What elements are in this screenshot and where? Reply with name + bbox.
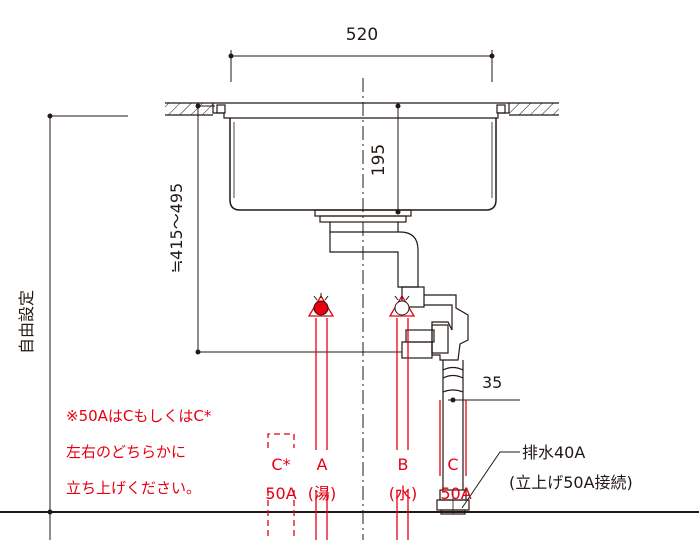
alternate-pipe-c-star: [267, 433, 295, 540]
depth-dimension: [395, 103, 401, 215]
drain-outlet: [314, 209, 419, 288]
width-dimension: [228, 50, 495, 82]
note-line-1: ※50AはCもしくはC*: [66, 407, 212, 425]
free-setting-label: 自由設定: [17, 290, 36, 354]
countertop-right: [509, 102, 559, 116]
cold-water-marker: [394, 300, 410, 316]
hot-water-sparkle-icon: [313, 293, 329, 301]
pipe-offset-dimension: [448, 397, 520, 403]
pipe-a-label: (湯): [308, 484, 337, 503]
width-label: 520: [346, 25, 378, 45]
cold-water-sparkle-icon: [394, 293, 410, 301]
cold-water-pipe-b: [388, 294, 416, 540]
drain-label-line-2: (立上げ50A接続): [509, 473, 633, 492]
pipe-c-letter: C: [447, 455, 458, 474]
pipe-a-letter: A: [317, 455, 328, 474]
height-range-label: ≒415～495: [167, 183, 186, 274]
hot-water-marker: [313, 300, 329, 316]
drain-label-leader: [461, 451, 520, 509]
pipe-c-size: 50A: [440, 484, 471, 503]
countertop-left: [165, 102, 213, 116]
pipe-c-star-letter: C*: [271, 455, 290, 474]
drain-label-line-1: 排水40A: [522, 443, 585, 462]
pipe-b-label: (水): [389, 484, 418, 503]
pipe-offset-label: 35: [482, 373, 502, 392]
pipe-c-star-size: 50A: [265, 484, 296, 503]
drain-pipe-c-outline: [439, 400, 467, 476]
note-line-2: 左右のどちらかに: [66, 443, 186, 461]
note-line-3: 立ち上げください。: [66, 479, 201, 497]
free-setting-dimension: [47, 113, 128, 540]
hot-water-pipe-a: [307, 294, 335, 540]
drain-trap: [401, 286, 469, 361]
drain-pipe-c: [442, 360, 464, 490]
height-range-dimension: [195, 103, 402, 355]
pipe-b-letter: B: [398, 455, 409, 474]
sink-rim: [212, 102, 510, 119]
depth-label: 195: [369, 144, 389, 176]
